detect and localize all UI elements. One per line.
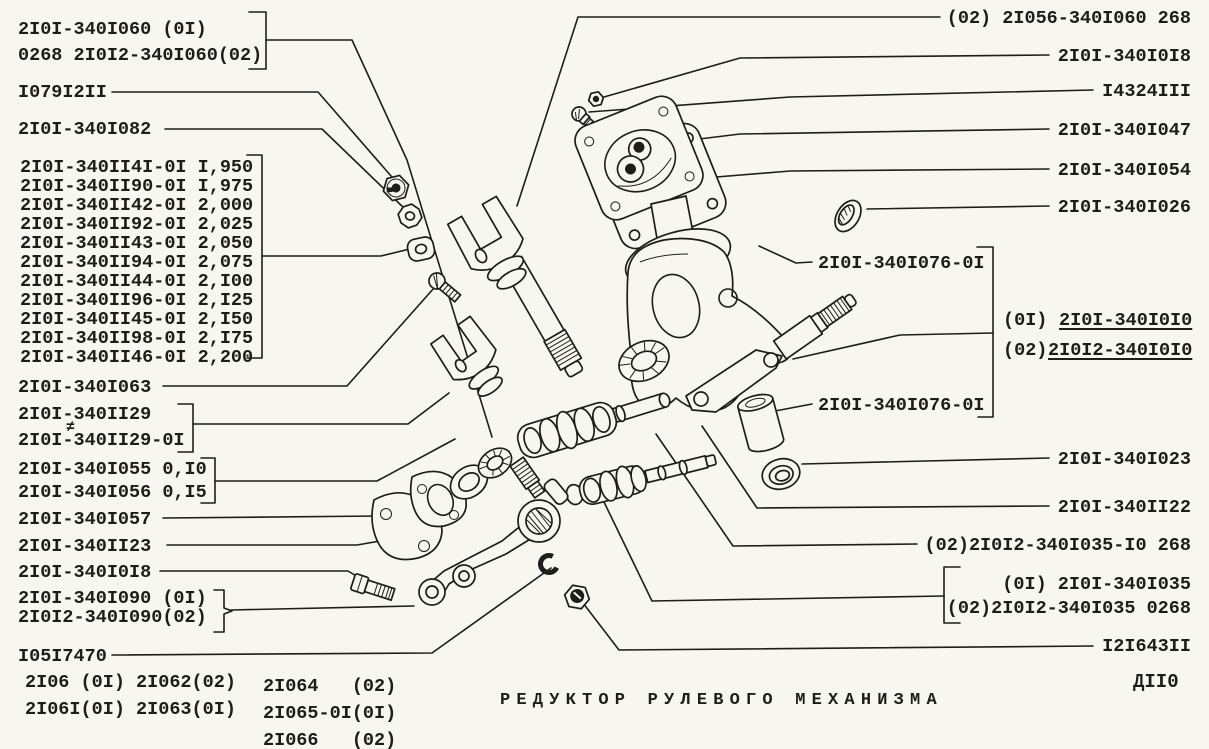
label-models-row1: 2I06 (0I) 2I062(02)	[25, 672, 236, 693]
label-10517470: I05I7470	[18, 646, 107, 667]
label-3401123: 2I0I-340II23	[18, 536, 152, 557]
adjuster-bolt-drawing	[428, 272, 462, 303]
label-3401018-right: 2I0I-340I0I8	[1057, 46, 1191, 67]
label-3401035-group: (0I) 2I0I-340I035 (02)2I0I2-340I035 0268	[946, 574, 1191, 619]
seal-023-drawing	[761, 457, 801, 491]
label-worm-group: 2I0I-340I060 (0I) 0268 2I0I2-340I060(02)	[18, 19, 263, 66]
label-3401018-left: 2I0I-340I0I8	[18, 562, 152, 583]
label-21056-3401060: (02) 2I056-340I060 268	[946, 8, 1191, 29]
arm-nut-drawing	[563, 584, 591, 610]
label-models-row2: 2I06I(0I) 2I063(0I)	[25, 699, 236, 720]
housing-bracket-drawing	[685, 349, 783, 413]
lower-bearing-drawing	[477, 447, 513, 479]
label-3401026: 2I0I-340I026	[1057, 197, 1191, 218]
sector-shaft-drawing	[772, 293, 857, 360]
adjusting-shim-drawing	[449, 464, 489, 500]
label-3401129: 2I0I-340II29	[18, 404, 152, 425]
label-shim-size-list: 2I0I-340II4I-0I I,950 2I0I-340II90-0I I,…	[20, 157, 254, 368]
label-3401057: 2I0I-340I057	[18, 509, 152, 530]
label-12164311: I2I643II	[1102, 636, 1191, 657]
label-3401047: 2I0I-340I047	[1057, 120, 1191, 141]
label-models-col2: 2I064 (02) 2I065-0I(0I) 2I066 (02)	[263, 676, 397, 749]
bushing-076-drawing	[736, 393, 785, 453]
label-10791211: I079I2II	[18, 82, 107, 103]
label-3401055-56: 2I0I-340I055 0,I0 2I0I-340I056 0,I5	[18, 459, 207, 503]
worm-bearing-drawing	[618, 339, 670, 383]
label-3401063: 2I0I-340I063	[18, 377, 152, 398]
label-3401090: 2I0I-340I090 (0I) 2I0I2-340I090(02)	[18, 588, 207, 628]
castle-nut-drawing	[397, 203, 423, 229]
leader-lines	[111, 16, 1094, 656]
label-3401010-prefix-01: (0I)	[1003, 310, 1048, 331]
doc-code: ДII0	[1133, 671, 1179, 693]
cover-nut-drawing	[587, 91, 605, 107]
label-not-equal: ≠	[66, 419, 76, 436]
label-3401129-01: 2I0I-340II29-0I	[18, 430, 185, 451]
label-3401010-number-02: 2I0I2-340I0I0	[1048, 340, 1193, 361]
label-3401023: 2I0I-340I023	[1057, 449, 1191, 470]
label-3401054: 2I0I-340I054	[1057, 160, 1191, 181]
worm-gear-01-drawing	[516, 392, 671, 459]
worm-gear-02-drawing	[565, 454, 717, 506]
label-3401122: 2I0I-340II22	[1057, 497, 1191, 518]
diagram-caption: РЕДУКТОР РУЛЕВОГО МЕХАНИЗМА	[500, 691, 943, 710]
seal-ring-026-drawing	[834, 199, 862, 233]
pitman-arm-drawing	[418, 478, 569, 606]
label-14324111: I4324III	[1102, 81, 1191, 102]
label-3401010-prefix-02: (02)	[1003, 340, 1048, 361]
label-3401076-01-top: 2I0I-340I076-0I	[818, 253, 985, 274]
arm-bolt-drawing	[350, 573, 396, 602]
shaft-nut-drawing	[382, 174, 410, 202]
arm-lock-washer-drawing	[538, 553, 560, 575]
lower-joint-yoke-drawing	[429, 315, 503, 397]
group-brackets	[177, 11, 994, 633]
label-3401035-10: (02)2I0I2-340I035-I0 268	[924, 535, 1191, 556]
upper-joint-yoke-drawing	[446, 195, 527, 290]
label-3401082: 2I0I-340I082	[18, 119, 152, 140]
label-3401076-01-bottom: 2I0I-340I076-0I	[818, 395, 985, 416]
worm-shaft-threaded-end-drawing	[509, 456, 546, 499]
label-3401010-number-01: 2I0I-340I0I0	[1059, 310, 1193, 331]
lock-washer-drawing	[406, 236, 436, 262]
